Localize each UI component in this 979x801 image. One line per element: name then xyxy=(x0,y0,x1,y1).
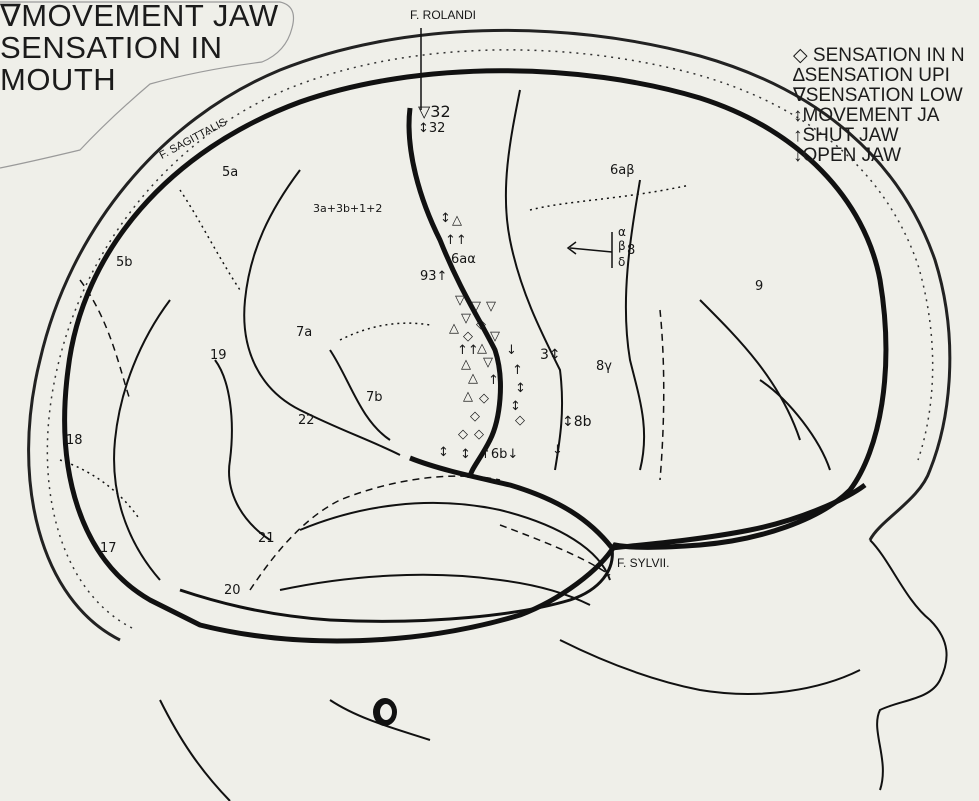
corner-note-line1: ∇MOVEMENT JAW xyxy=(0,0,279,32)
sym-sensation-n: ◇ xyxy=(470,410,480,423)
sym-sensation-n: ◇ xyxy=(474,428,484,441)
area-5b: 5b xyxy=(116,256,133,269)
sym-sensation-lower: ▽ xyxy=(490,330,500,343)
sym-sensation-upper: △ xyxy=(463,390,473,403)
sym-sensation-n: ◇ xyxy=(515,414,525,427)
area-19: 19 xyxy=(210,349,227,362)
sym-sensation-upper: △ xyxy=(477,342,487,355)
sym-shut: ↑↑ xyxy=(445,234,467,247)
label-f-rolandi: F. ROLANDI xyxy=(410,9,476,21)
sym-open: ↓ xyxy=(506,344,517,357)
corner-note: ∇MOVEMENT JAW SENSATION IN MOUTH xyxy=(0,0,279,96)
sym-movement: ↕ xyxy=(515,382,526,395)
sym-sensation-lower: ▽ xyxy=(483,356,493,369)
legend-item-sensation-n: ◇ SENSATION IN N xyxy=(793,46,965,66)
legend-item-movement-jaw: ↕MOVEMENT JA xyxy=(793,106,965,126)
sym-sensation-upper: △ xyxy=(461,358,471,371)
area-3a-3b-1-2: 3a+3b+1+2 xyxy=(313,203,382,214)
sym-sensation-upper: △ xyxy=(468,372,478,385)
sym-sensation-n: ◇ xyxy=(479,392,489,405)
corner-note-line2: SENSATION IN xyxy=(0,32,279,64)
sym-open: ↓ xyxy=(552,444,563,457)
area-32-sub: ↕32 xyxy=(418,122,445,135)
sym-sensation-lower: ▽ xyxy=(461,312,471,325)
area-6b: ↑6b↓ xyxy=(480,448,518,461)
sym-shut: ↑ xyxy=(488,374,499,387)
area-17: 17 xyxy=(100,542,117,555)
sym-movement: ↕ xyxy=(438,446,449,459)
sym-sensation-upper: △ xyxy=(452,214,462,227)
area-6ab: 6aβ xyxy=(610,164,635,177)
area-7a: 7a xyxy=(296,326,312,339)
area-32-top: ▽32 xyxy=(418,104,451,120)
corner-note-line3: MOUTH xyxy=(0,64,279,96)
sym-sensation-upper: △ xyxy=(449,322,459,335)
area-5a: 5a xyxy=(222,166,238,179)
area-8: 8 xyxy=(627,244,635,257)
area-8-beta: β xyxy=(618,240,626,252)
sym-movement: ↕ xyxy=(510,400,521,413)
area-8y: 8γ xyxy=(596,360,612,373)
legend-item-sensation-upper: ∆SENSATION UPI xyxy=(793,66,965,86)
area-20: 20 xyxy=(224,584,241,597)
area-21: 21 xyxy=(258,532,275,545)
legend: ◇ SENSATION IN N ∆SENSATION UPI ∇SENSATI… xyxy=(793,46,965,166)
legend-item-open-jaw: ↓OPEN JAW xyxy=(793,146,965,166)
area-3: 3↕ xyxy=(540,348,561,362)
area-8-delta: δ xyxy=(618,256,625,268)
sym-movement: ↕ xyxy=(460,448,471,461)
sym-shut: ↑↑ xyxy=(457,344,479,357)
sym-sensation-n: ◇ xyxy=(463,330,473,343)
sym-sensation-lower: ▽ xyxy=(471,300,481,313)
sym-sensation-lower: ▽ xyxy=(486,300,496,313)
sym-sensation-n: ◇ xyxy=(458,428,468,441)
face-profile xyxy=(870,540,947,790)
sym-shut: ↑ xyxy=(512,364,523,377)
legend-item-shut-jaw: ↑SHUT JAW xyxy=(793,126,965,146)
area-18: 18 xyxy=(66,434,83,447)
area-8-alpha: α xyxy=(618,226,626,238)
sym-sensation-lower: ▽ xyxy=(455,294,465,307)
area-6aa: 6aα xyxy=(451,253,476,266)
sylvian-fissure xyxy=(410,458,865,548)
area-9: 9 xyxy=(755,280,763,293)
sym-sensation-n: ◇ xyxy=(476,318,486,331)
legend-item-sensation-lower: ∇SENSATION LOW xyxy=(793,86,965,106)
area-22: 22 xyxy=(298,414,315,427)
label-f-sylvii: F. SYLVII. xyxy=(617,557,669,569)
sym-movement: ↕ xyxy=(440,212,451,225)
area-7b: 7b xyxy=(366,391,383,404)
area-8b: ↕8b xyxy=(562,415,592,429)
area-93: 93↑ xyxy=(420,270,447,283)
